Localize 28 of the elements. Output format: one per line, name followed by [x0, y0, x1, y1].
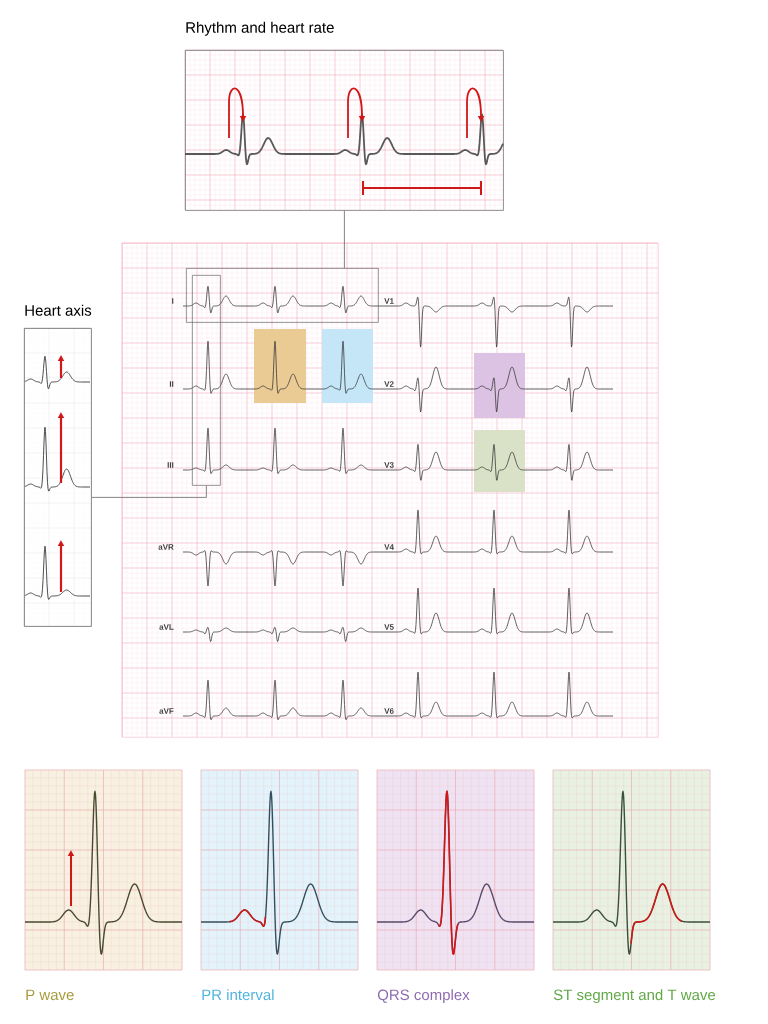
- heart-axis-panel: Heart axis: [23, 304, 92, 627]
- node-label: QRS complex: [377, 989, 470, 1004]
- node-label: PR interval: [202, 989, 274, 1001]
- selection-frame: [192, 275, 221, 486]
- waveform-panel: QRS complex: [376, 769, 535, 1004]
- lead-label: III: [167, 462, 174, 468]
- waveform-panel: PR interval: [200, 769, 359, 1001]
- connector-line: [91, 485, 207, 498]
- lead-label: V5: [384, 624, 394, 630]
- lead-label: V4: [384, 544, 394, 550]
- lead-label: aVF: [159, 708, 174, 714]
- selection-frame: [186, 268, 379, 323]
- ecg-paper: [121, 242, 659, 738]
- node-label: Rhythm and heart rate: [186, 21, 334, 36]
- lead-label: I: [172, 298, 174, 304]
- waveform-panel: P wave: [24, 769, 183, 1001]
- node-label: Heart axis: [25, 304, 92, 316]
- rhythm-strip-panel: Rhythm and heart rate: [184, 21, 504, 211]
- lead-label: aVR: [158, 544, 174, 550]
- node-label: P wave: [26, 989, 74, 1001]
- lead-label: V6: [384, 708, 394, 714]
- lead-label: V3: [384, 462, 394, 468]
- lead-label: V2: [384, 381, 394, 387]
- node-label: ST segment and T wave: [553, 989, 716, 1004]
- connector-line: [344, 210, 345, 269]
- lead-label: aVL: [159, 624, 174, 630]
- lead-label: II: [169, 381, 174, 387]
- waveform-panel: ST segment and T wave: [552, 769, 716, 1004]
